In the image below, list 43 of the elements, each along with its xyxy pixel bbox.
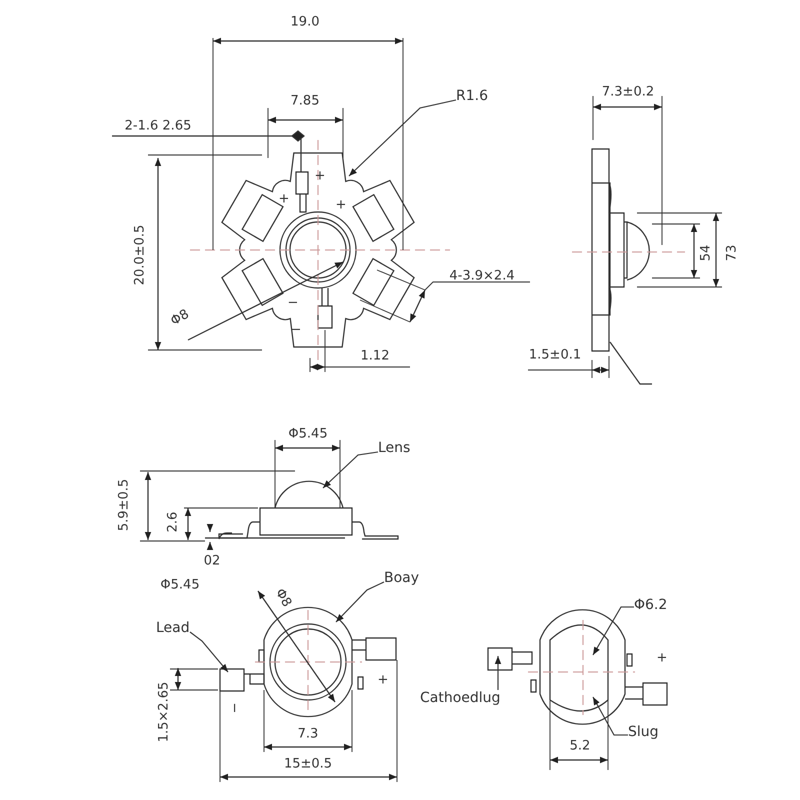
callout-label: R1.6: [456, 88, 488, 104]
callout-label: Lens: [378, 440, 410, 456]
polarity-sign: −: [290, 322, 302, 338]
polarity-sign: +: [378, 672, 388, 688]
dimension-label: 2.6: [166, 512, 180, 532]
callout-label: Φ6.2: [634, 597, 668, 613]
dimension-label: 4-3.9×2.4: [449, 268, 515, 284]
dimension-label: Φ5.45: [288, 426, 328, 442]
dimension-label: Φ8: [272, 586, 294, 610]
leader-line: [592, 696, 628, 736]
leader-line: [322, 451, 378, 488]
dimension-label: 7.85: [290, 94, 320, 108]
dimension-label: 1.5×2.65: [156, 682, 172, 742]
leader-line: [190, 632, 228, 672]
dimension-label: 19.0: [290, 14, 320, 30]
leader-line: [348, 99, 456, 176]
dimension-label: 02: [204, 554, 220, 568]
dimension-label: Φ8: [168, 306, 192, 330]
dimension-label: 20.0±0.5: [132, 224, 148, 286]
callout-label: Lead: [156, 620, 190, 636]
dimension-label: 5.2: [570, 738, 590, 754]
callout-label: Cathoedlug: [420, 690, 500, 706]
callout-label: Slug: [628, 724, 659, 740]
polarity-sign: +: [278, 192, 290, 206]
dimension-label: 73: [724, 244, 740, 262]
dimension-label: 1.5±0.1: [528, 348, 582, 362]
polarity-sign: −: [226, 702, 242, 714]
polarity-sign: +: [336, 198, 346, 212]
leader-line: [592, 606, 634, 656]
dimension-label: 1.12: [360, 348, 390, 364]
leader-line: [494, 656, 502, 690]
leader-line: [336, 582, 384, 622]
dimension-label: 7.3±0.2: [602, 84, 654, 100]
dimension-label: Φ5.45: [160, 578, 200, 592]
dimension-label: 2-1.6 2.65: [124, 118, 192, 134]
polarity-sign: −: [288, 296, 298, 310]
dimension-label: 15±0.5: [284, 756, 332, 772]
callout-label: Boay: [384, 570, 420, 586]
polarity-sign: +: [314, 168, 326, 184]
dimension-label: 5.9±0.5: [116, 478, 132, 532]
polarity-sign: +: [656, 650, 668, 666]
dimension-label: 54: [698, 244, 714, 262]
dimension-label: 7.3: [298, 726, 318, 742]
